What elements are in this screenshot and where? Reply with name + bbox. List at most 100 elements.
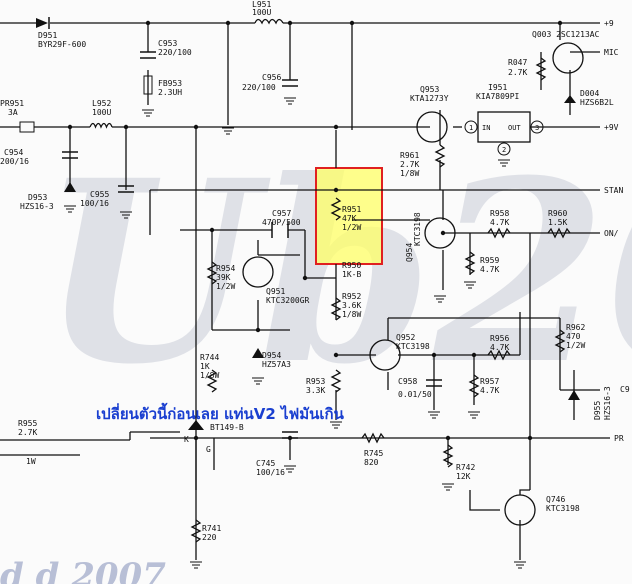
c955-value: 100/16 xyxy=(80,199,109,208)
d954-value: HZ57A3 xyxy=(262,360,291,369)
annotation-note: เปลี่ยนตัวนี้ก่อนเลย แท่นV2 ไฟมันเกิน xyxy=(96,405,344,423)
r954-ref: R954 xyxy=(216,264,235,273)
d951-value: BYR29F-600 xyxy=(38,40,86,49)
c958-ref: C958 xyxy=(398,377,417,386)
q951-value: KTC3200GR xyxy=(266,296,310,305)
d004-value: HZS6B2L xyxy=(580,98,614,107)
resistor-symbols xyxy=(190,57,571,543)
bt-ref: BT149-B xyxy=(210,423,244,432)
c954-value: 200/16 xyxy=(0,157,29,166)
r741-value: 220 xyxy=(202,533,217,542)
r953-value: 3.3K xyxy=(306,386,325,395)
r951-ref: R951 xyxy=(342,205,361,214)
c9x-ref: C9 xyxy=(620,385,630,394)
r962-power: 1/2W xyxy=(566,341,585,350)
r956-ref: R956 xyxy=(490,334,509,343)
i951-in-label: IN xyxy=(482,124,490,132)
r951-value: 47K xyxy=(342,214,357,223)
q003-ref: Q003 2SC1213AC xyxy=(532,30,600,39)
net-on: ON/ xyxy=(604,229,619,238)
i951-value: KIA7809PI xyxy=(476,92,520,101)
r952-power: 1/8W xyxy=(342,310,361,319)
l951-symbol xyxy=(254,18,284,25)
fb953-value: 2.3UH xyxy=(158,88,182,97)
r959-ref: R959 xyxy=(480,256,499,265)
g-label: G xyxy=(206,445,211,454)
i951-out-label: OUT xyxy=(508,124,521,132)
d955-ref: D955 xyxy=(593,401,602,420)
r951-power: 1/2W xyxy=(342,223,361,232)
r950-ref: R950 xyxy=(342,261,361,270)
footer-watermark: d d 2007 xyxy=(0,556,166,584)
pr951-ref: PR951 xyxy=(0,99,24,108)
r952-ref: R952 xyxy=(342,292,361,301)
d955-value: HZS16-3 xyxy=(603,386,612,420)
r956-value: 4.7K xyxy=(490,343,509,352)
r744-power: 1/8W xyxy=(200,371,219,380)
ground-symbols xyxy=(64,97,526,569)
pin1-circle xyxy=(464,120,478,134)
pr951-value: 3A xyxy=(8,108,18,117)
r962-value: 470 xyxy=(566,332,581,341)
junction-dots xyxy=(67,20,563,441)
c956-ref: C956 xyxy=(262,73,281,82)
c957-value: 470P/500 xyxy=(262,218,301,227)
r047-ref: R047 xyxy=(508,58,527,67)
q954-label: Q954 xyxy=(405,243,414,262)
r954-value: 39K xyxy=(216,273,231,282)
d951-ref: D951 xyxy=(38,31,57,40)
d951-symbol xyxy=(36,17,50,29)
r955-power: 1W xyxy=(26,457,36,466)
q953-ref: Q953 xyxy=(420,85,439,94)
labels: D951 BYR29F-600 L951 100U C953 220/100 F… xyxy=(0,0,630,542)
r950-value: 1K-B xyxy=(342,270,361,279)
q952-ref: Q952 xyxy=(396,333,415,342)
r745-ref: R745 xyxy=(364,449,383,458)
c953-value: 220/100 xyxy=(158,48,192,57)
q746-value: KTC3198 xyxy=(546,504,580,513)
q953-value: KTA1273Y xyxy=(410,94,449,103)
cap-symbols xyxy=(62,51,442,439)
l952-value: 100U xyxy=(92,108,111,117)
net-stan: STAN xyxy=(604,186,623,195)
c957-ref: C957 xyxy=(272,209,291,218)
fb953-ref: FB953 xyxy=(158,79,182,88)
i951-symbol xyxy=(477,111,531,143)
r961-value: 2.7K xyxy=(400,160,419,169)
r959-value: 4.7K xyxy=(480,265,499,274)
i951-ref: I951 xyxy=(488,83,507,92)
l951-value: 100U xyxy=(252,8,271,17)
r955-value: 2.7K xyxy=(18,428,37,437)
r955-ref: R955 xyxy=(18,419,37,428)
r958-ref: R958 xyxy=(490,209,509,218)
wires xyxy=(0,22,610,560)
q951-ref: Q951 xyxy=(266,287,285,296)
c953-ref: C953 xyxy=(158,39,177,48)
zener-symbols xyxy=(64,95,580,400)
pr951-symbol xyxy=(19,121,35,133)
r742-value: 12K xyxy=(456,472,471,481)
r960-value: 1.5K xyxy=(548,218,567,227)
r960-ref: R960 xyxy=(548,209,567,218)
r958-value: 4.7K xyxy=(490,218,509,227)
pin3-circle xyxy=(530,120,544,134)
c955-ref: C955 xyxy=(90,190,109,199)
r744-value: 1K xyxy=(200,362,210,371)
r961-power: 1/8W xyxy=(400,169,419,178)
d953-ref: D953 xyxy=(28,193,47,202)
r742-ref: R742 xyxy=(456,463,475,472)
c745-value: 100/16 xyxy=(256,468,285,477)
r952-value: 3.6K xyxy=(342,301,361,310)
pin2-label: 2 xyxy=(502,146,506,154)
q954-value: KTC3198 xyxy=(413,212,422,246)
r954-power: 1/2W xyxy=(216,282,235,291)
net-plus9v: +9V xyxy=(604,123,619,132)
k-label: K xyxy=(184,435,189,444)
r047-value: 2.7K xyxy=(508,68,527,77)
net-plus9: +9 xyxy=(604,19,614,28)
d004-ref: D004 xyxy=(580,89,599,98)
c958-value: 0.01/50 xyxy=(398,390,432,399)
c745-ref: C745 xyxy=(256,459,275,468)
net-mic: MIC xyxy=(604,48,619,57)
